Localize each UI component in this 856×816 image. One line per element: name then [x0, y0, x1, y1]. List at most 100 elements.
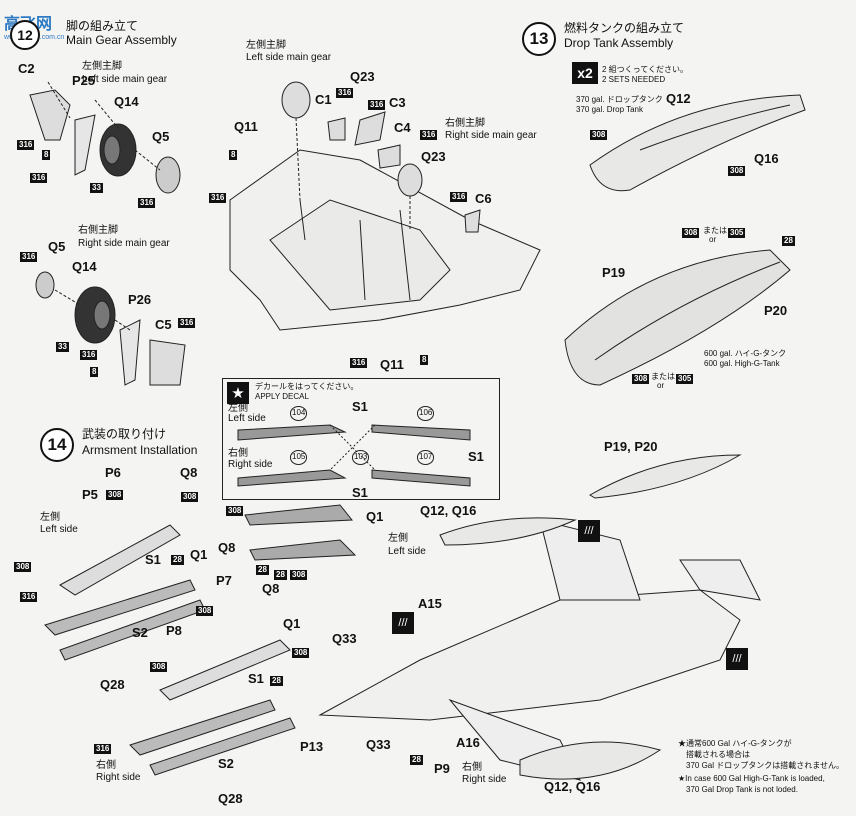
- tag-28-e: 28: [270, 676, 283, 686]
- part-q8-b: Q8: [218, 540, 236, 555]
- tag-308-d: 308: [632, 374, 650, 384]
- part-s2-a: S2: [132, 625, 148, 640]
- part-p8: P8: [166, 623, 182, 638]
- aircraft-left-jp: 左側: [388, 533, 408, 544]
- door-c3: [354, 111, 386, 146]
- part-p5: P5: [82, 487, 98, 502]
- tag-33-b: 33: [56, 342, 69, 352]
- tag-308-j: 308: [196, 606, 214, 616]
- step13-title-jp: 燃料タンクの組み立て: [564, 21, 685, 35]
- part-c3: C3: [389, 95, 406, 110]
- tank-p19p20: [589, 454, 742, 499]
- left-gear-jp-b: 左側主脚: [246, 40, 286, 51]
- decal-left-jp: 左側: [228, 403, 248, 414]
- tag-308-i: 308: [290, 570, 308, 580]
- note-en-2: 370 Gal Drop Tank is not loded.: [686, 785, 798, 794]
- part-q23-b: Q23: [421, 149, 446, 164]
- decal-s1-a: S1: [352, 399, 368, 414]
- sets-badge: x2: [572, 62, 598, 84]
- gear-leg-left: [29, 89, 71, 141]
- part-q11-b: Q11: [380, 357, 404, 372]
- part-a15: A15: [418, 596, 442, 611]
- decal-105: 105: [290, 450, 308, 465]
- tag-308-f: 308: [181, 492, 199, 502]
- tank-600: [564, 249, 791, 386]
- decal-104: 104: [290, 406, 308, 421]
- part-q14-a: Q14: [114, 94, 139, 109]
- tank370-jp: 370 gal. ドロップタンク: [576, 95, 663, 104]
- tag-316-i: 316: [420, 130, 438, 140]
- tag-316-m: 316: [20, 592, 38, 602]
- right-gear-jp-b: 右側主脚: [445, 118, 485, 129]
- tag-28-d: 28: [274, 570, 287, 580]
- decal-jp: デカールをはってください。: [255, 382, 359, 391]
- tag-316-f: 316: [80, 350, 98, 360]
- part-p19p20-b: P19, P20: [604, 439, 658, 454]
- tank-370: [589, 94, 806, 192]
- tag-28-c: 28: [256, 565, 269, 575]
- tag-308-l: 308: [150, 662, 168, 672]
- part-q5-b: Q5: [48, 239, 66, 254]
- door-c5: [149, 339, 186, 386]
- part-p9: P9: [434, 761, 450, 776]
- decal-right-jp: 右側: [228, 448, 248, 459]
- right-gear-en-b: Right side main gear: [445, 130, 537, 141]
- wheel-q5-right: [35, 271, 55, 299]
- part-q12-a: Q12: [666, 91, 691, 106]
- decal-107: 107: [417, 450, 435, 465]
- wing-tank-lower: [519, 741, 662, 780]
- step12-title-jp: 脚の組み立て: [66, 19, 139, 33]
- tag-305-b: 305: [676, 374, 694, 384]
- tag-308-c: 308: [682, 228, 700, 238]
- decal-en: APPLY DECAL: [255, 392, 309, 401]
- marker-icon-a: ///: [578, 520, 600, 542]
- tag-316-d: 316: [20, 252, 38, 262]
- tag-316-n: 316: [94, 744, 112, 754]
- tank600-en: 600 gal. High-G-Tank: [704, 359, 780, 368]
- aircraft-fuselage: [318, 589, 741, 721]
- tag-316-j: 316: [209, 193, 227, 203]
- tag-28-b: 28: [171, 555, 184, 565]
- tag-316-h: 316: [368, 100, 386, 110]
- step12-title-en: Main Gear Assembly: [66, 33, 177, 47]
- tag-28-a: 28: [782, 236, 795, 246]
- step14-right-jp: 右側: [96, 760, 116, 771]
- sets-jp: 2 組つくってください。: [602, 65, 689, 74]
- tag-316-l: 316: [350, 358, 368, 368]
- aircraft-right-en: Right side: [462, 774, 507, 785]
- tag-316-e: 316: [178, 318, 196, 328]
- missile-s1-left: [59, 524, 181, 596]
- aircraft-left-en: Left side: [388, 546, 426, 557]
- tag-8-b: 8: [90, 367, 99, 377]
- door-c4: [377, 144, 401, 169]
- decal-right-en: Right side: [228, 459, 273, 470]
- decal-s1-b: S1: [468, 449, 484, 464]
- tag-316-b: 316: [30, 173, 48, 183]
- aircraft-right-jp: 右側: [462, 762, 482, 773]
- step14-right-en: Right side: [96, 772, 141, 783]
- part-c6: C6: [475, 191, 492, 206]
- or-jp-a: または: [703, 226, 727, 235]
- decal-box: [222, 378, 500, 500]
- part-q11-a: Q11: [234, 119, 258, 134]
- note-en-1: ★In case 600 Gal High-G-Tank is loaded,: [678, 774, 825, 783]
- part-q23-a: Q23: [350, 69, 375, 84]
- tag-308-b: 308: [728, 166, 746, 176]
- or-en-b: or: [657, 381, 665, 390]
- part-s1-a: S1: [145, 552, 161, 567]
- part-q12q16-a: Q12, Q16: [420, 503, 477, 518]
- part-q1-b: Q1: [366, 509, 384, 524]
- tag-316-c: 316: [138, 198, 156, 208]
- door-c1: [327, 117, 346, 141]
- part-c2: C2: [18, 61, 35, 76]
- tank370-en: 370 gal. Drop Tank: [576, 105, 644, 114]
- nose-gear-left-wheel: [281, 81, 311, 119]
- part-q28-b: Q28: [218, 791, 243, 806]
- left-gear-jp-a: 左側主脚: [82, 61, 122, 72]
- tank600-jp: 600 gal. ハイ-G-タンク: [704, 349, 787, 358]
- part-p19-a: P19: [602, 265, 626, 280]
- part-q1-a: Q1: [190, 547, 208, 562]
- right-gear-jp-a: 右側主脚: [78, 225, 118, 236]
- part-c1: C1: [315, 92, 332, 107]
